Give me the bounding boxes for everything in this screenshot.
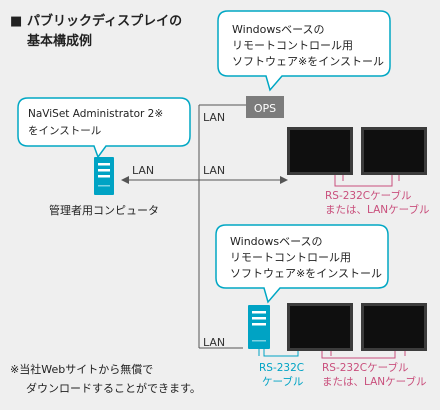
display-top-right [361,127,427,175]
tower-slot [252,323,266,326]
ops-module: OPS [246,96,284,118]
display-screen [290,306,350,348]
cable-label: RS-232Cケーブル [325,189,412,202]
callout-bubble [215,224,389,304]
admin-computer-icon [94,157,114,195]
cable-label: または、LANケーブル [322,375,427,388]
tower-body [248,305,270,349]
callout-text: Windowsベースの [230,235,323,248]
cable-connectors-top [334,175,400,187]
lan-label: LAN [203,111,225,124]
title-line-1: パブリックディスプレイの [27,13,182,29]
admin-computer-label: 管理者用コンピュータ [49,203,159,217]
callout-bubble [17,97,191,159]
footnote-line-2: ダウンロードすることができます。 [26,381,201,395]
tower-slot [252,311,266,314]
tower-base-line [98,185,110,187]
display-screen [290,130,350,172]
display-top-left [287,127,353,175]
callout-ops-software: Windowsベースの リモートコントロール用 ソフトウェア※をインストール [217,10,391,92]
tower-slot [252,317,266,320]
lan-label: LAN [203,164,225,177]
display-screen [364,130,424,172]
cable-connector [334,175,393,187]
cable-label: RS-232Cケーブル [322,361,409,374]
callout-text: ソフトウェア※をインストール [232,55,384,68]
cable-label: または、LANケーブル [325,203,430,216]
tower-slot [98,169,110,172]
cable-label-cyan: ケーブル [262,375,303,388]
callout-text: NaViSet Administrator 2※ [28,108,163,120]
ops-label: OPS [254,102,276,115]
cable-connector [321,351,396,359]
callout-text: Windowsベースの [232,23,325,36]
display-bottom-right [361,303,427,351]
tower-base-line [252,340,266,342]
player-pc-icon [248,305,270,349]
tower-slot [98,163,110,166]
callout-bubble [217,10,391,92]
callout-text: をインストール [28,125,101,137]
callout-text: リモートコントロール用 [232,39,353,52]
display-screen [364,306,424,348]
cable-connectors-bottom [321,351,406,359]
ops-box [246,96,284,118]
callout-text: ソフトウェア※をインストール [230,267,382,280]
display-bottom-left [287,303,353,351]
callout-admin-software: NaViSet Administrator 2※ をインストール [17,97,191,159]
title-square-mark: ■ [10,14,22,29]
footnote-line-1: ※当社Webサイトから無償で [10,362,153,376]
callout-pc-software: Windowsベースの リモートコントロール用 ソフトウェア※をインストール [215,224,389,304]
title-line-2: 基本構成例 [26,33,92,49]
lan-label: LAN [203,336,225,349]
lan-label: LAN [132,164,154,177]
cable-connector-cyan [258,349,299,357]
tower-slot [98,175,110,178]
cable-connector [263,349,299,357]
callout-text: リモートコントロール用 [230,251,351,264]
cable-label-cyan: RS-232C [259,362,304,374]
